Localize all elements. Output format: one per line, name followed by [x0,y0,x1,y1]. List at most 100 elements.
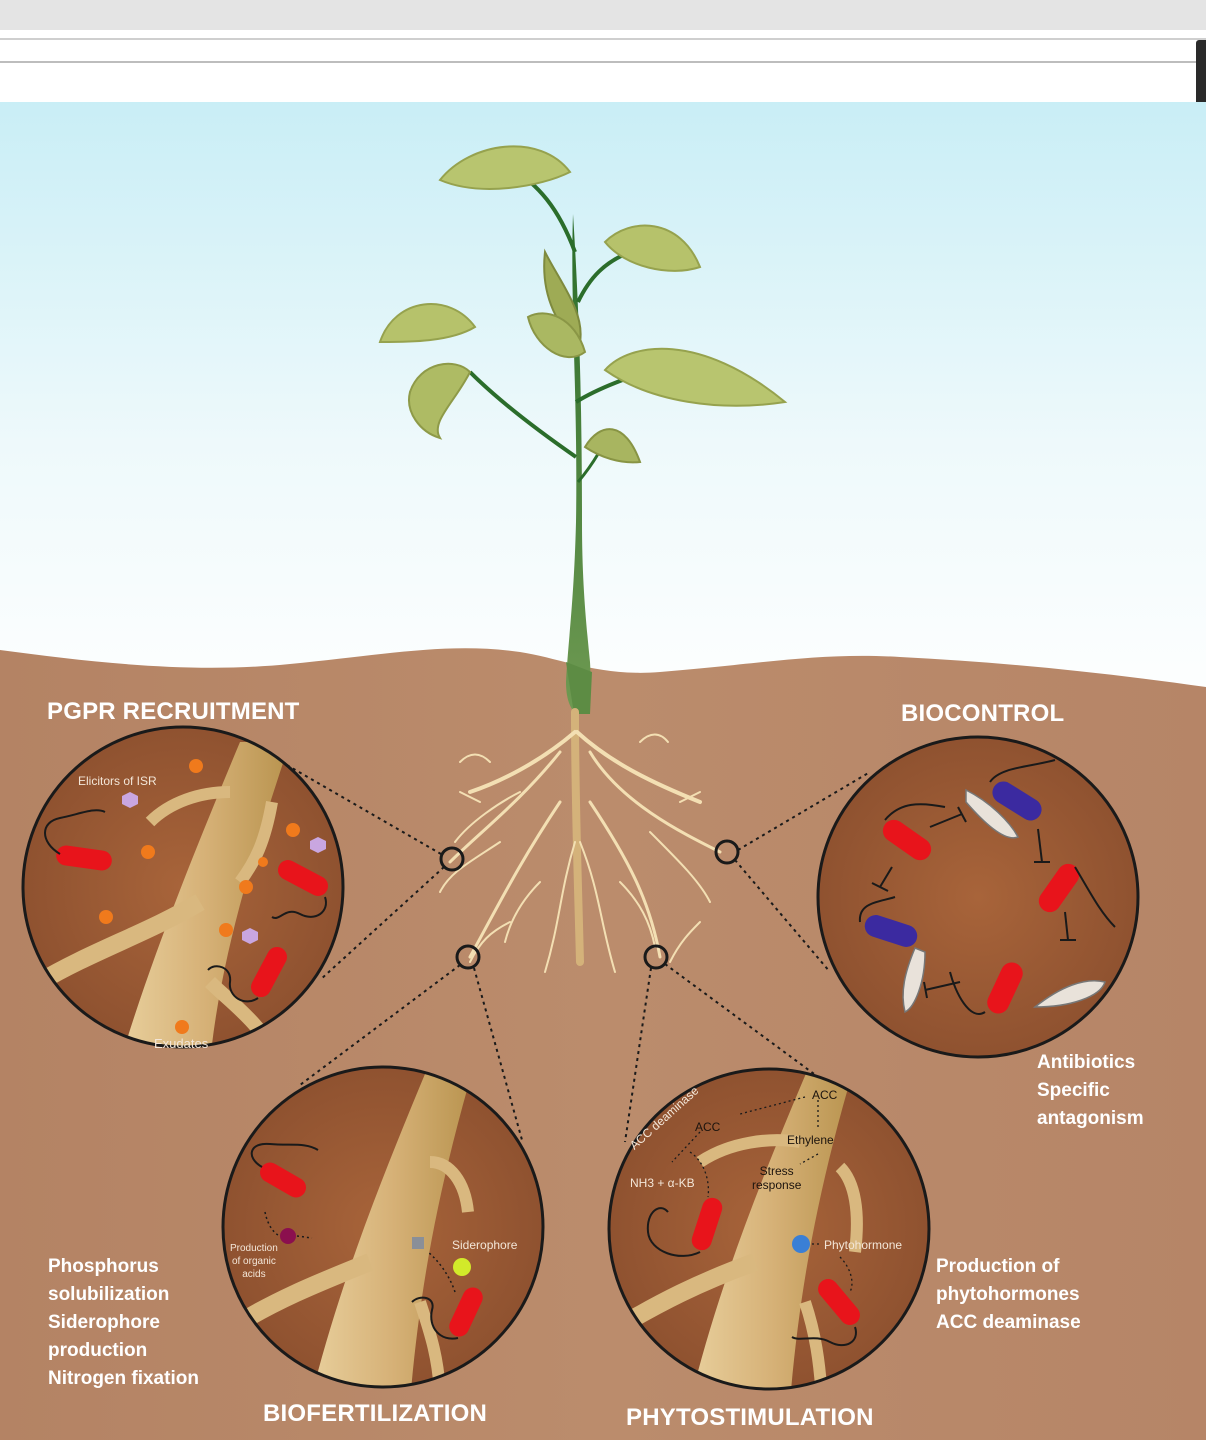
phytostimulation-title: PHYTOSTIMULATION [626,1404,874,1431]
stress-response-label: Stress response [752,1164,802,1192]
bacterium-red [1038,863,1080,913]
fungal-spore [1032,980,1106,1008]
biocontrol-title: BIOCONTROL [901,700,1065,727]
exudate-dot [239,880,253,894]
leaf [603,347,788,407]
root-branch [35,894,205,990]
biocontrol-circle [816,735,1140,1059]
root-branch [205,977,287,1047]
bacterium-red [818,1278,860,1326]
exudate-dot [175,1020,189,1034]
flagellum [646,1207,701,1257]
root-section [120,742,290,1047]
plant-stem [566,214,591,714]
circle-border [221,1065,545,1389]
function-item: Production of [936,1256,1060,1277]
zoom-loop [643,944,669,970]
function-item: antagonism [1037,1108,1144,1129]
recruitment-title: PGPR RECRUITMENT [47,698,300,725]
leaf [408,362,472,440]
circle-border [607,1067,931,1391]
flagellum [411,1296,459,1340]
zoom-loop [439,846,465,872]
root-branch [696,1134,801,1168]
elicitors-label: Elicitors of ISR [78,774,157,788]
organic-acid-particle [280,1228,296,1244]
header-divider [0,61,1206,63]
exudate-dot [258,857,268,867]
ethylene-label: Ethylene [787,1133,834,1147]
function-item: ACC deaminase [936,1312,1081,1333]
flagellum [271,896,327,919]
flagellum [989,759,1056,783]
inhibition-marks [871,806,1076,999]
circle-border [816,735,1140,1059]
leaf [378,303,477,344]
function-item: Antibiotics [1037,1052,1136,1073]
process-arrows [671,1096,853,1293]
diagram-canvas [0,102,1206,1440]
bacterium-red [987,962,1023,1014]
header-strip [0,30,1206,112]
elicitor-particle [242,928,258,944]
biofertilization-functions: Phosphorus solubilization Siderophore pr… [48,1253,199,1393]
phytohormone-particle [792,1235,810,1253]
iron-particle [412,1237,424,1249]
fungal-spore [965,788,1020,839]
bacterium-blue [992,781,1042,821]
bacterium-blue [864,915,918,947]
root-section [310,1067,475,1387]
leaf [603,224,702,272]
circle-border [21,725,345,1049]
elicitor-particle [310,837,326,853]
acc-left-label: ACC [695,1120,721,1134]
root-branch [799,1300,828,1389]
flagellum [207,965,259,1003]
function-item: solubilization [48,1284,170,1305]
bacterium-red [449,1287,483,1337]
siderophore-particle [453,1258,471,1276]
phytostimulation-functions: Production of phytohormones ACC deaminas… [936,1253,1081,1337]
phytostimulation-circle [607,1067,931,1391]
function-item: Nitrogen fixation [48,1368,199,1389]
bacterium-red [691,1197,723,1251]
elicitor-particle [122,792,138,808]
recruitment-circle [21,725,345,1049]
flagellum [858,896,896,923]
flagellum [250,1142,319,1168]
plant-shoot [378,145,788,714]
bacterium-red [882,819,932,861]
nh3-label: NH3 + α-KB [630,1176,695,1190]
flagellum [949,971,986,1015]
exudate-dot [141,845,155,859]
flagellum [791,1326,857,1347]
flagellum [884,803,946,821]
stem-base [566,662,592,714]
organic-acids-label: Production of organic acids [230,1243,278,1280]
leaf [526,312,587,358]
scroll-handle[interactable] [1196,40,1206,112]
branch [468,370,578,459]
biocontrol-functions: Antibiotics Specific antagonism [1037,1049,1144,1133]
flagellum [1074,866,1116,928]
function-item: Siderophore [48,1312,160,1333]
siderophore-label: Siderophore [452,1238,518,1252]
sky-background [0,102,1206,722]
function-item: production [48,1340,148,1361]
exudate-dot [219,923,233,937]
function-item: Specific [1037,1080,1110,1101]
root-branch [235,800,278,886]
root-system [439,708,722,973]
zoom-loop [455,944,481,970]
bacterium-red [251,946,287,998]
biofertilization-circle [221,1065,545,1389]
bacterium-red [56,845,112,871]
flagellum [44,809,106,855]
window-top-bar [0,0,1206,30]
function-item: phytohormones [936,1284,1080,1305]
exudate-dot [99,910,113,924]
biofertilization-title: BIOFERTILIZATION [263,1400,488,1427]
leaf [583,428,642,464]
zoom-connectors [284,763,871,1143]
pgpr-diagram: PGPR RECRUITMENT BIOCONTROL BIOFERTILIZA… [0,102,1206,1440]
